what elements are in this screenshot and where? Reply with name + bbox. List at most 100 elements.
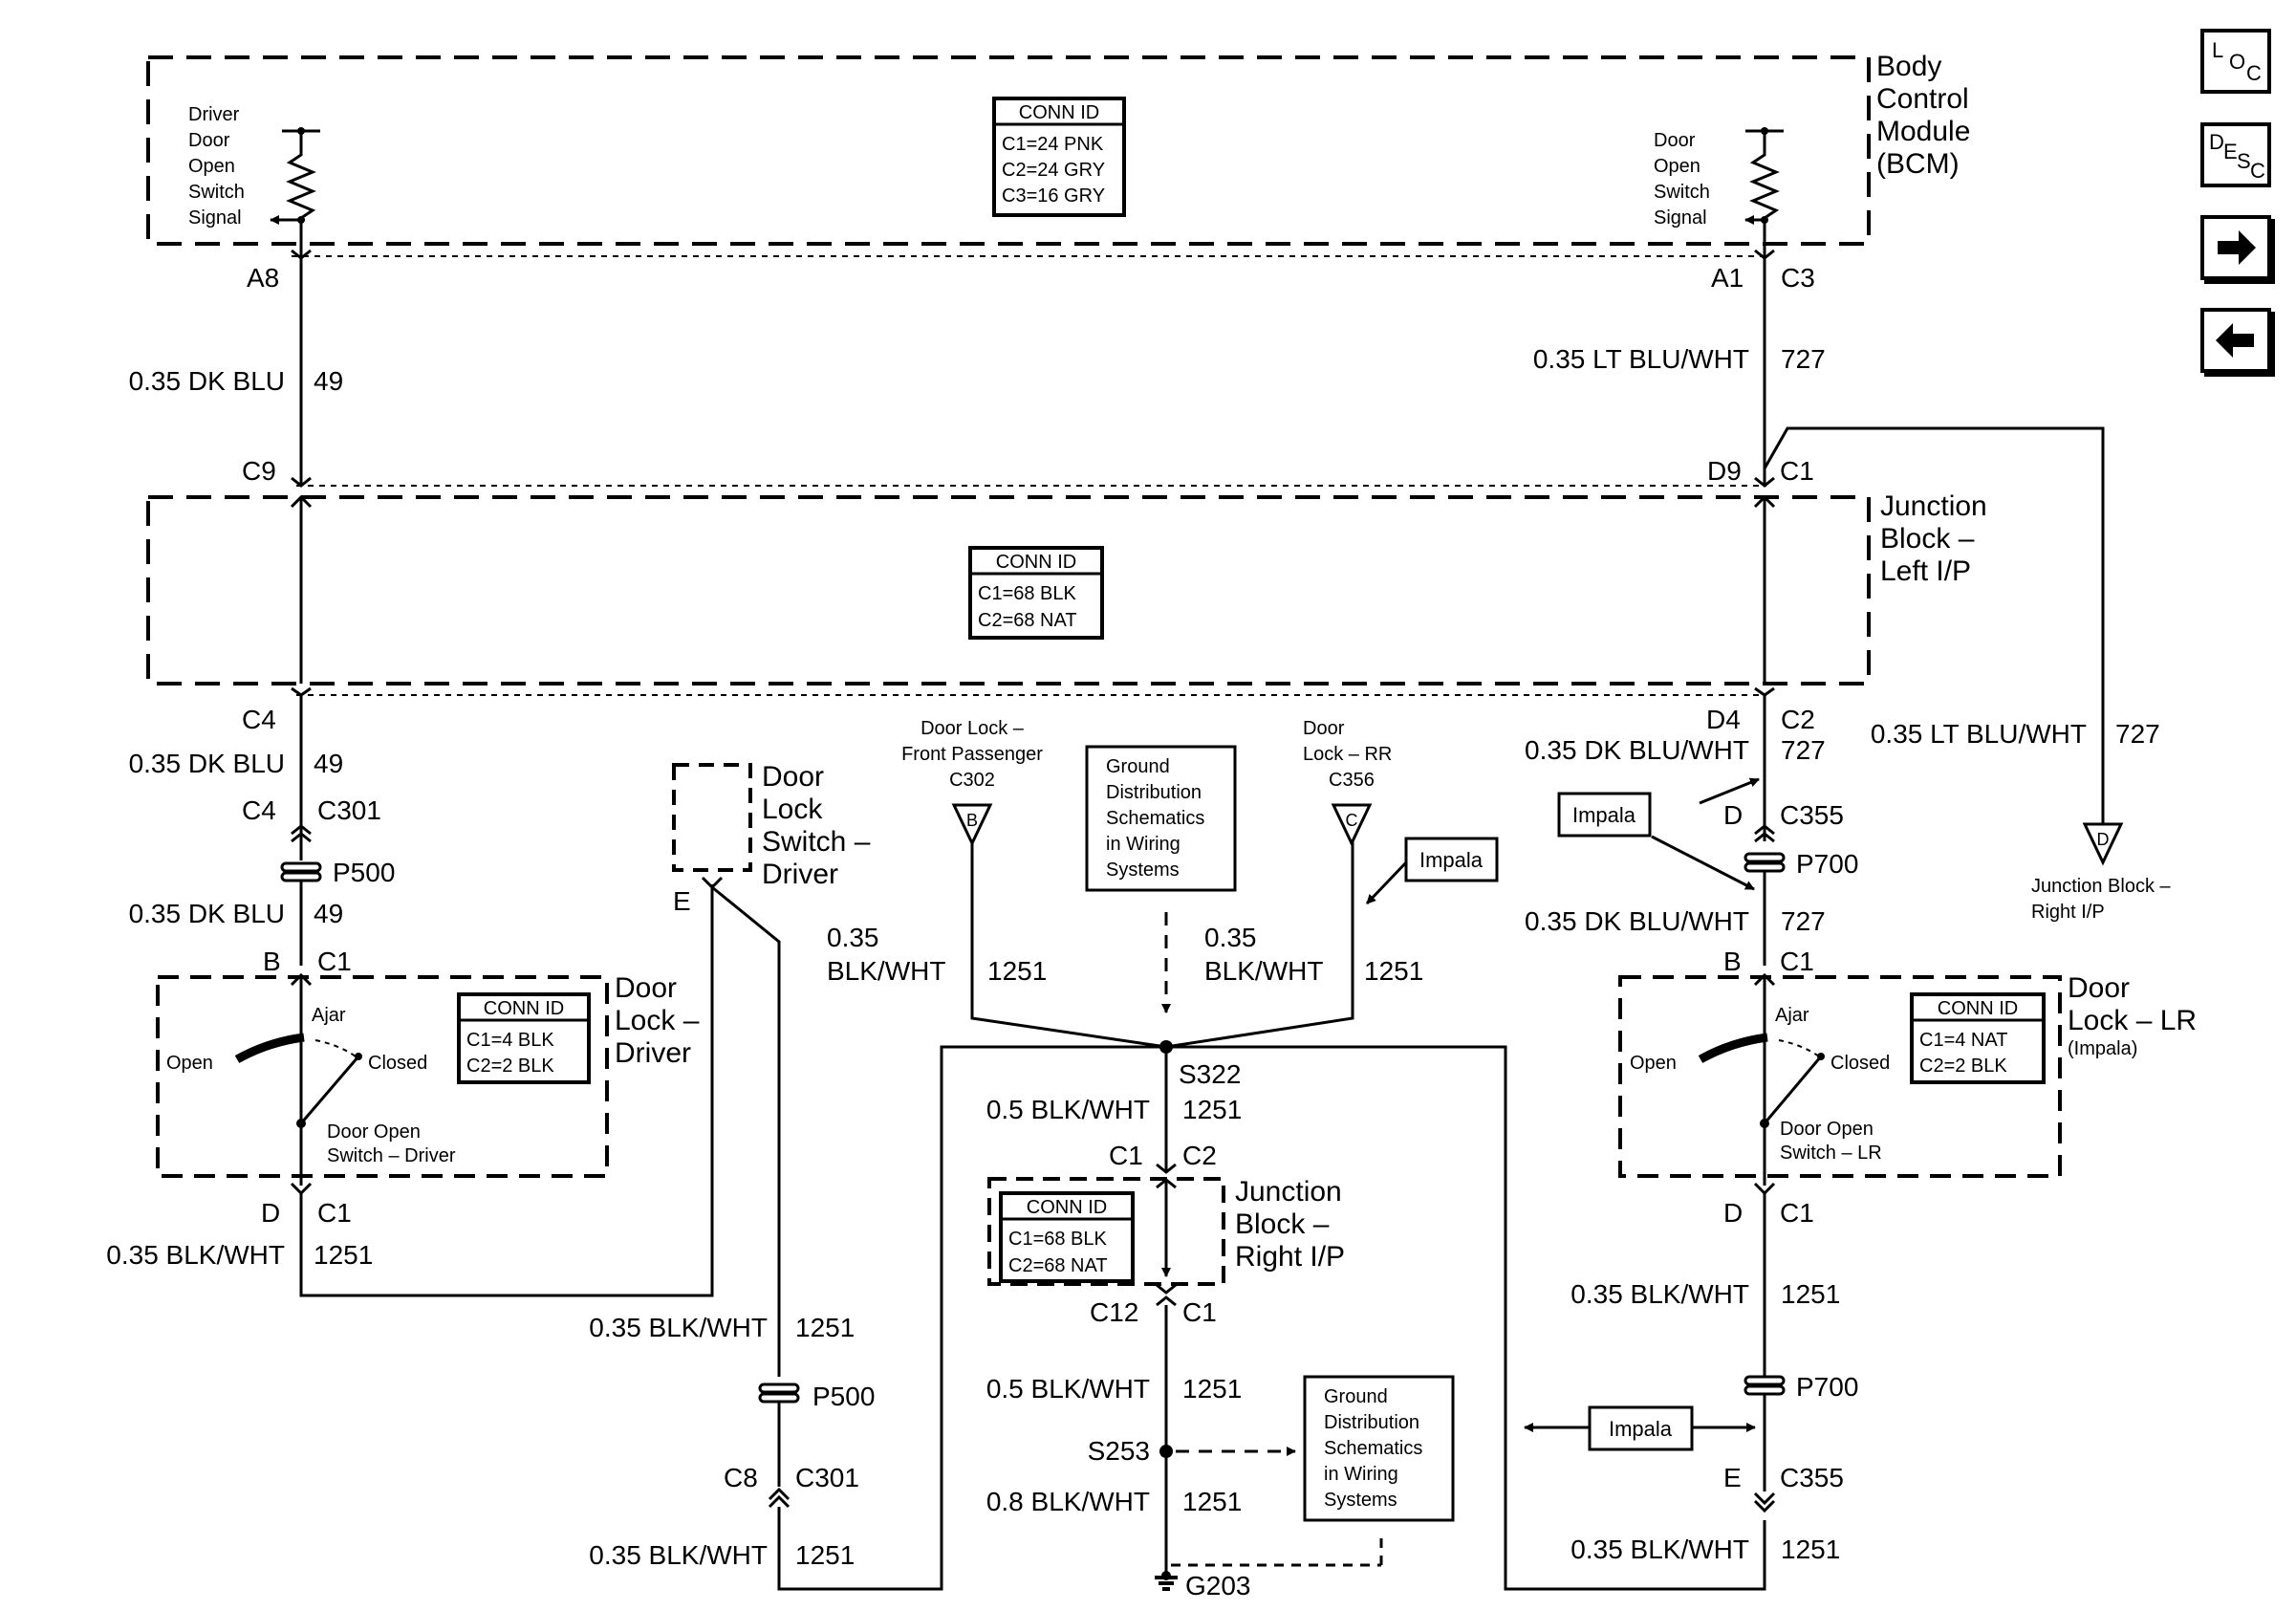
conn-id-row: C1=24 PNK xyxy=(1002,134,1104,155)
svg-text:0.35 LT BLU/WHT: 0.35 LT BLU/WHT xyxy=(1871,719,2087,749)
splice-s322-dot xyxy=(1159,1040,1173,1054)
svg-text:0.8 BLK/WHT: 0.8 BLK/WHT xyxy=(986,1487,1150,1516)
svg-text:E: E xyxy=(1723,1463,1742,1492)
door-lock-lr-name: Door Lock – LR (Impala) xyxy=(2068,972,2197,1059)
svg-text:Driver: Driver xyxy=(615,1037,691,1069)
svg-text:S253: S253 xyxy=(1088,1436,1150,1466)
svg-text:C1: C1 xyxy=(1780,456,1814,486)
svg-text:0.35 LT BLU/WHT: 0.35 LT BLU/WHT xyxy=(1533,344,1749,374)
svg-text:Lock – RR: Lock – RR xyxy=(1303,744,1392,765)
svg-text:1251: 1251 xyxy=(987,956,1047,986)
svg-text:727: 727 xyxy=(2115,719,2160,749)
jb-right-conn-id: CONN ID C1=68 BLK C2=68 NAT xyxy=(999,1191,1135,1283)
svg-text:0.35 DK BLU/WHT: 0.35 DK BLU/WHT xyxy=(1525,735,1749,765)
svg-text:C1: C1 xyxy=(1109,1141,1143,1170)
svg-text:Impala: Impala xyxy=(1609,1417,1673,1441)
svg-text:D: D xyxy=(261,1198,280,1228)
jb-left-box xyxy=(146,495,1871,686)
svg-text:Ground: Ground xyxy=(1106,756,1170,777)
svg-text:BLK/WHT: BLK/WHT xyxy=(1204,956,1323,986)
impala-option-box-1: Impala xyxy=(1557,792,1652,838)
svg-text:0.35: 0.35 xyxy=(1204,923,1257,952)
loc-button[interactable]: L O C xyxy=(2200,29,2271,94)
offpage-front-passenger[interactable]: Door Lock – Front Passenger C302 B xyxy=(901,718,1043,830)
jb-left-conn-id: CONN ID C1=68 BLK C2=68 NAT xyxy=(968,546,1104,640)
svg-text:D9: D9 xyxy=(1707,456,1742,486)
svg-text:CONN ID: CONN ID xyxy=(996,552,1076,573)
svg-text:C302: C302 xyxy=(949,770,995,791)
svg-text:727: 727 xyxy=(1781,344,1826,374)
svg-text:Schematics: Schematics xyxy=(1106,808,1204,829)
svg-text:Ground: Ground xyxy=(1324,1386,1388,1407)
svg-text:Switch – LR: Switch – LR xyxy=(1780,1143,1882,1164)
svg-text:Door: Door xyxy=(1303,718,1345,739)
desc-button[interactable]: D E S C xyxy=(2200,122,2271,187)
svg-text:C301: C301 xyxy=(317,795,381,825)
svg-text:Door Lock –: Door Lock – xyxy=(921,718,1025,739)
svg-text:in Wiring: in Wiring xyxy=(1324,1464,1398,1485)
conn-id-header: CONN ID xyxy=(1019,102,1099,123)
door-lock-lr-conn-id: CONN ID C1=4 NAT C2=2 BLK xyxy=(1910,992,2046,1084)
svg-text:C1: C1 xyxy=(1182,1297,1217,1327)
pin-labels: A8 A1 C3 C9 D9 C1 C4 D4 C2 C4 C301 D C35… xyxy=(242,263,1844,1492)
svg-text:C2=68 NAT: C2=68 NAT xyxy=(978,610,1077,631)
prev-page-button[interactable] xyxy=(2200,308,2271,373)
svg-text:Systems: Systems xyxy=(1324,1490,1397,1511)
svg-text:CONN ID: CONN ID xyxy=(1027,1197,1107,1218)
svg-text:P500: P500 xyxy=(333,858,395,887)
next-page-button[interactable] xyxy=(2200,215,2271,280)
svg-text:P700: P700 xyxy=(1796,849,1858,879)
wire-labels: 0.35 DK BLU 49 0.35 LT BLU/WHT 727 0.35 … xyxy=(106,344,2159,1570)
svg-text:0.35 BLK/WHT: 0.35 BLK/WHT xyxy=(589,1313,768,1342)
offpage-rr[interactable]: Door Lock – RR C356 C xyxy=(1303,718,1392,830)
svg-text:C2: C2 xyxy=(1781,705,1815,734)
svg-text:727: 727 xyxy=(1781,906,1826,936)
svg-text:G203: G203 xyxy=(1185,1571,1251,1600)
bcm-input-door-label: Door Open Switch Signal xyxy=(1654,130,1710,229)
svg-text:A8: A8 xyxy=(247,263,279,293)
door-lock-switch-driver-name: Door Lock Switch – Driver xyxy=(762,761,871,890)
svg-text:C2=68 NAT: C2=68 NAT xyxy=(1008,1255,1108,1276)
svg-text:Closed: Closed xyxy=(1830,1053,1890,1074)
svg-text:0.5 BLK/WHT: 0.5 BLK/WHT xyxy=(986,1095,1150,1124)
svg-text:0.35: 0.35 xyxy=(827,923,879,952)
svg-text:1251: 1251 xyxy=(1781,1535,1840,1564)
arrow-left-icon xyxy=(2216,323,2254,358)
svg-text:C8: C8 xyxy=(724,1463,758,1492)
conn-id-row: C3=16 GRY xyxy=(1002,185,1105,207)
svg-text:Door: Door xyxy=(762,761,824,793)
svg-text:1251: 1251 xyxy=(1182,1374,1242,1404)
door-lock-driver-conn-id: CONN ID C1=4 BLK C2=2 BLK xyxy=(457,992,591,1084)
svg-text:1251: 1251 xyxy=(795,1540,855,1570)
svg-text:D: D xyxy=(1723,1198,1743,1228)
svg-text:0.5 BLK/WHT: 0.5 BLK/WHT xyxy=(986,1374,1150,1404)
inline-splice-labels: P500 P700 P500 P700 S322 S253 G203 xyxy=(333,849,1858,1600)
svg-text:Impala: Impala xyxy=(1572,803,1636,827)
svg-text:Lock –: Lock – xyxy=(615,1005,700,1036)
svg-text:D4: D4 xyxy=(1706,705,1741,734)
svg-text:C9: C9 xyxy=(242,456,276,486)
svg-text:Block –: Block – xyxy=(1880,523,1975,555)
offpage-jb-right[interactable]: D Junction Block – Right I/P xyxy=(2031,830,2172,923)
svg-text:C2=2 BLK: C2=2 BLK xyxy=(466,1056,554,1077)
svg-text:C1: C1 xyxy=(1780,947,1814,976)
svg-text:0.35 BLK/WHT: 0.35 BLK/WHT xyxy=(106,1240,285,1270)
svg-text:Signal: Signal xyxy=(1654,207,1707,229)
svg-text:C356: C356 xyxy=(1329,770,1375,791)
door-lock-driver-name: Door Lock – Driver xyxy=(615,972,700,1069)
svg-text:Open: Open xyxy=(1654,156,1700,177)
ground-distribution-ref-2[interactable]: Ground Distribution Schematics in Wiring… xyxy=(1303,1375,1455,1522)
svg-text:Control: Control xyxy=(1876,83,1969,115)
arrow-right-icon xyxy=(2218,230,2256,265)
svg-text:Switch: Switch xyxy=(1654,182,1710,203)
svg-text:Junction: Junction xyxy=(1880,490,1987,522)
svg-text:(Impala): (Impala) xyxy=(2068,1038,2137,1059)
svg-text:C1=4 BLK: C1=4 BLK xyxy=(466,1030,554,1051)
ground-distribution-ref-1[interactable]: Ground Distribution Schematics in Wiring… xyxy=(1085,745,1237,892)
svg-text:C1: C1 xyxy=(1780,1198,1814,1228)
impala-option-box-3: Impala xyxy=(1588,1405,1694,1451)
svg-text:B: B xyxy=(966,811,978,830)
svg-text:Ajar: Ajar xyxy=(1775,1005,1809,1026)
svg-text:Lock – LR: Lock – LR xyxy=(2068,1005,2197,1036)
